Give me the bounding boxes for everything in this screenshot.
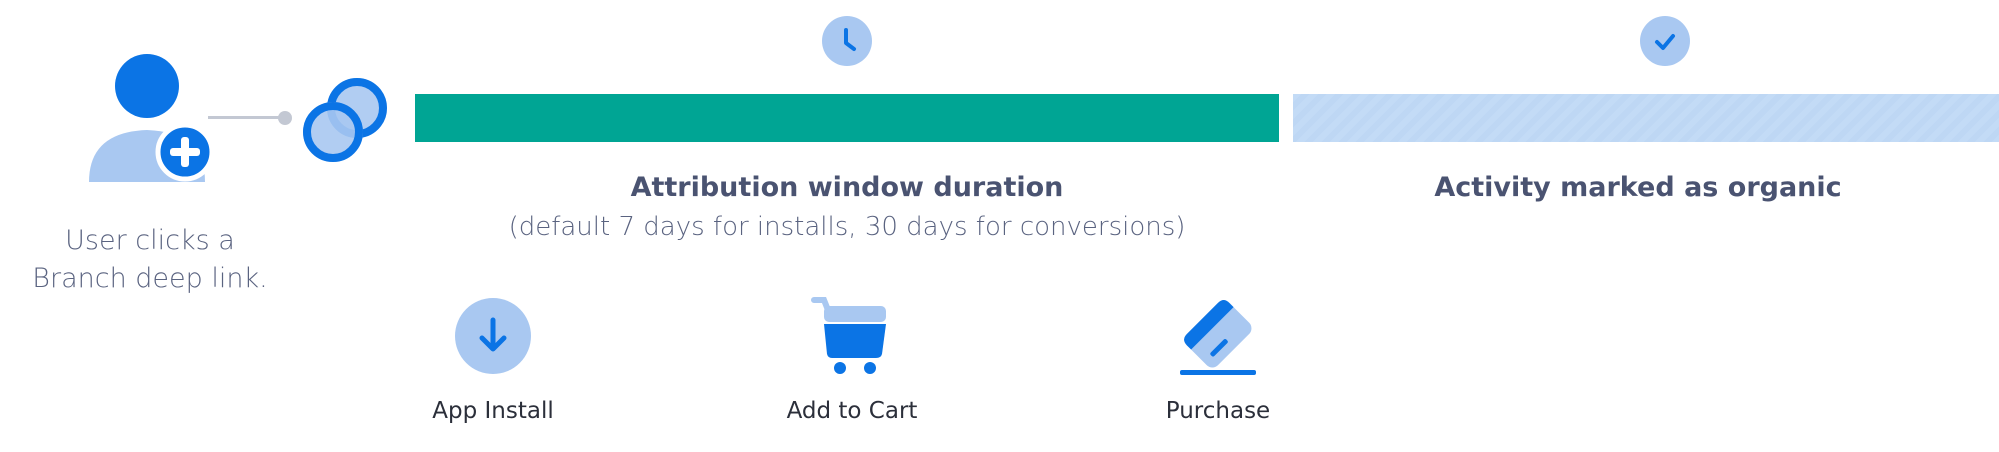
branch-link-icon — [297, 70, 397, 170]
attribution-window-bar — [415, 94, 1279, 142]
attribution-subtitle: (default 7 days for installs, 30 days fo… — [508, 212, 1186, 242]
organic-title: Activity marked as organic — [1434, 172, 1842, 203]
user-caption-line2: Branch deep link. — [32, 263, 268, 294]
connector-dot — [278, 111, 292, 125]
credit-card-icon — [1176, 298, 1260, 378]
event-label-purchase: Purchase — [1165, 398, 1271, 424]
check-icon — [1640, 16, 1690, 66]
download-icon — [455, 298, 531, 374]
user-caption-line1: User clicks a — [65, 225, 235, 256]
cart-icon — [810, 296, 890, 376]
user-caption: User clicks a Branch deep link. — [0, 222, 300, 298]
event-label-add-to-cart: Add to Cart — [786, 398, 918, 424]
user-add-icon — [85, 52, 215, 184]
clock-icon — [822, 16, 872, 66]
attribution-title: Attribution window duration — [630, 172, 1064, 203]
connector-line — [208, 116, 288, 119]
event-label-app-install: App Install — [432, 398, 554, 424]
organic-activity-bar — [1293, 94, 1999, 142]
